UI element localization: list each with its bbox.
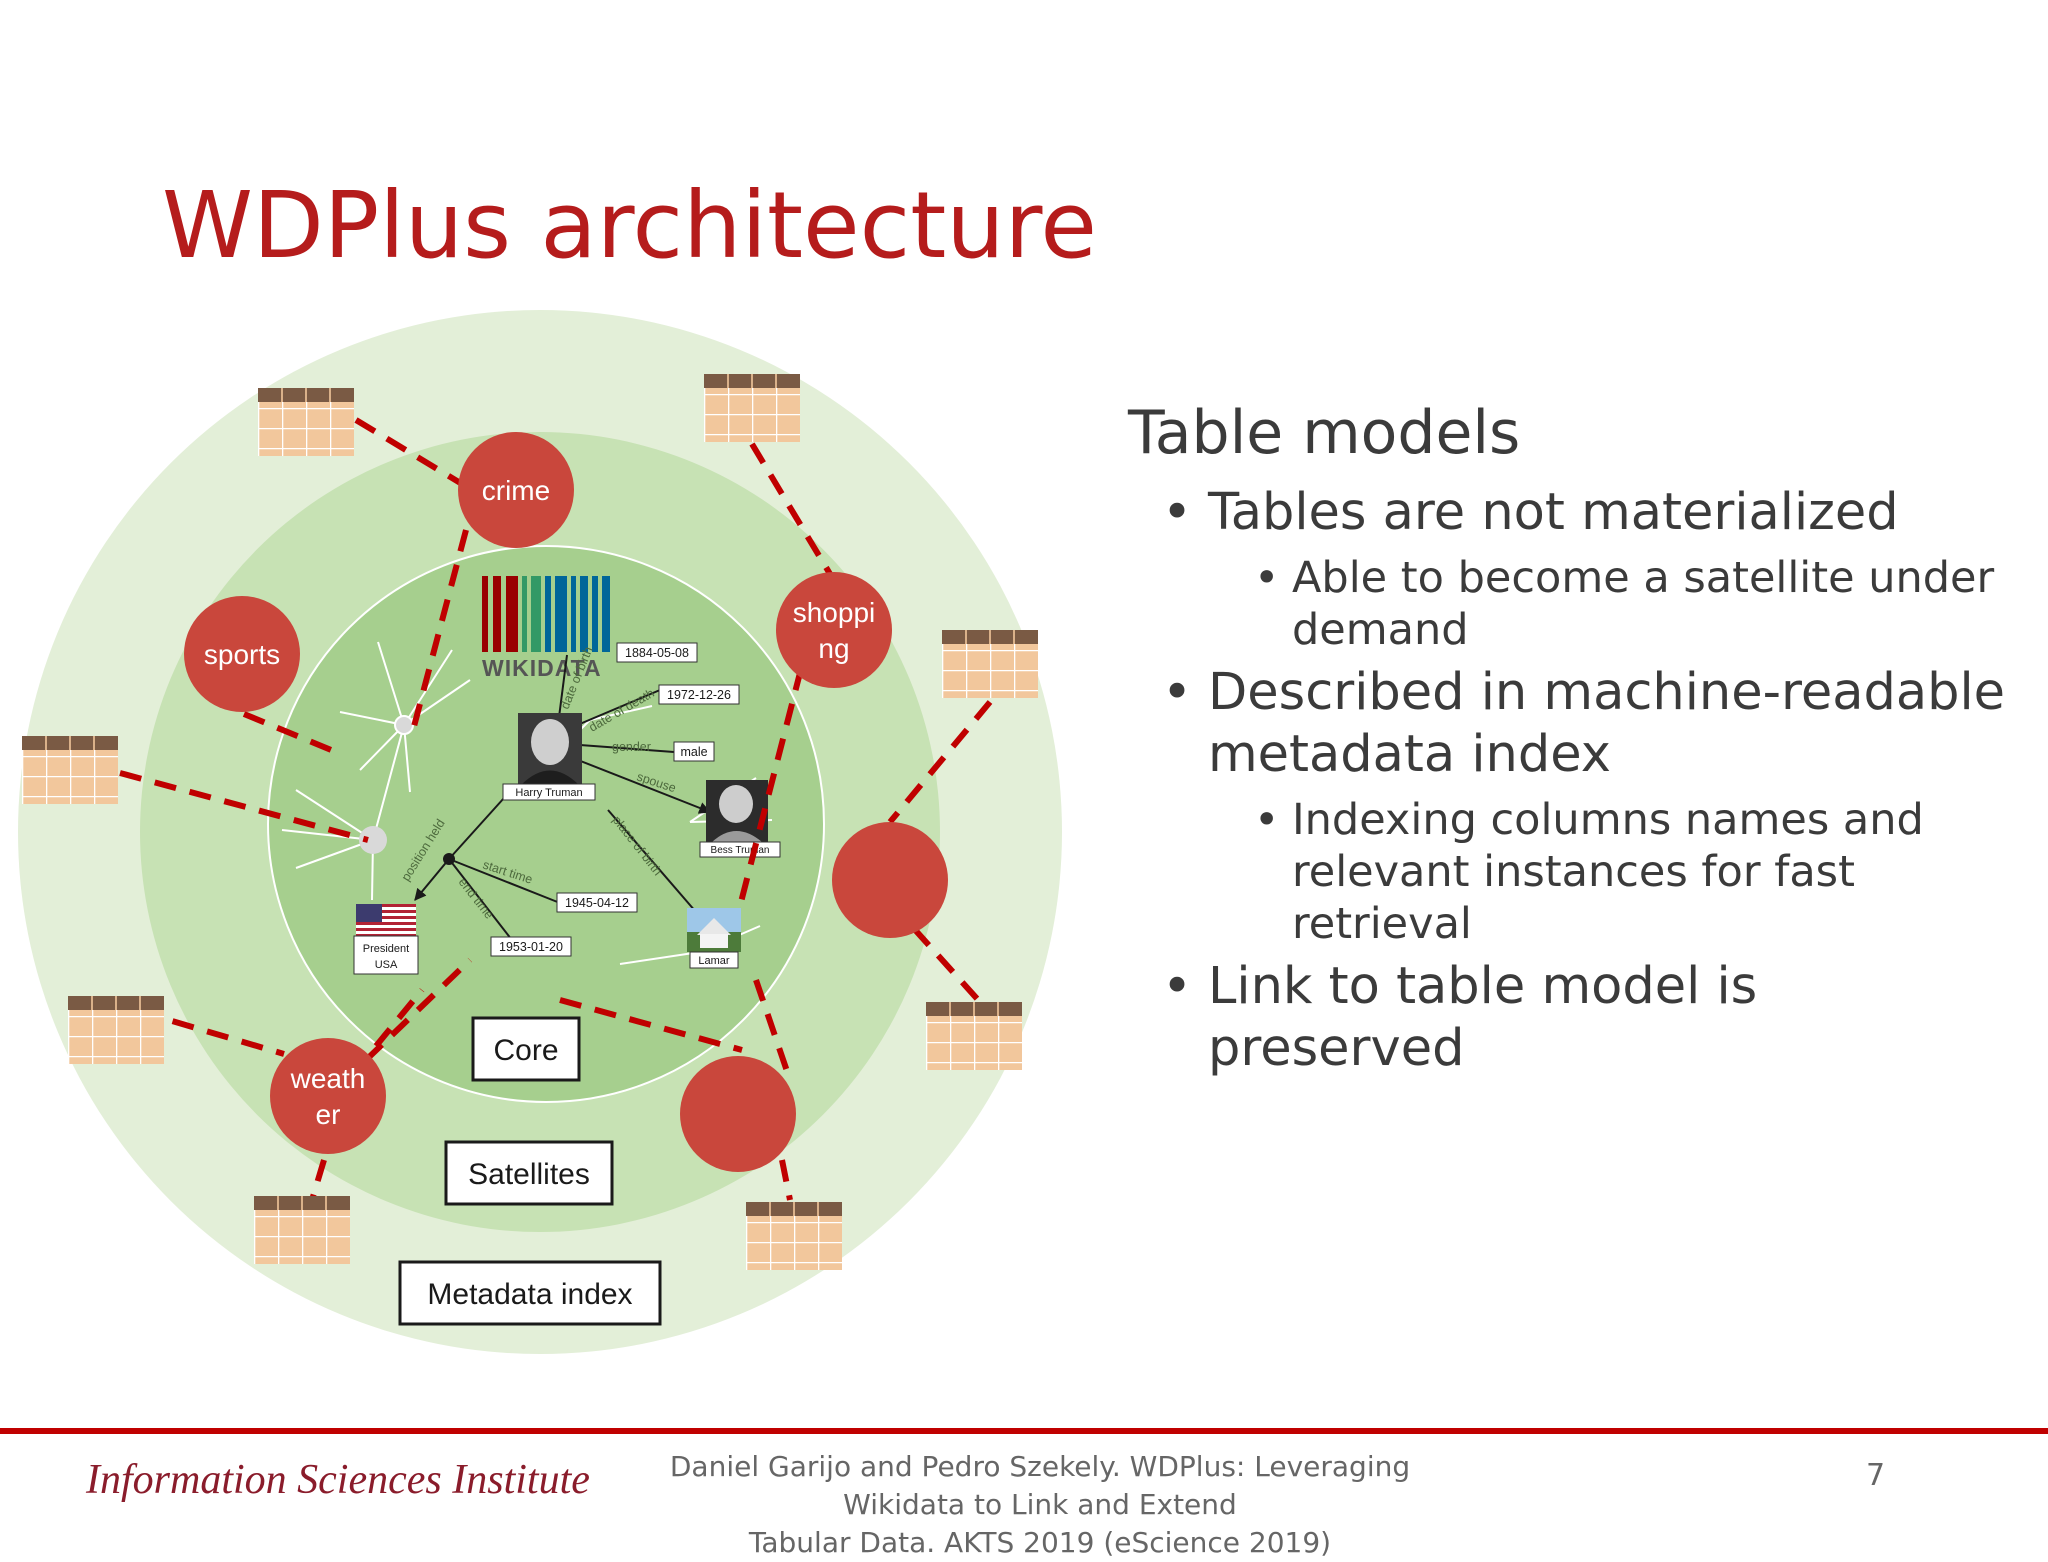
table-icon xyxy=(703,373,801,443)
footer-divider xyxy=(0,1428,2048,1434)
value-start-date: 1945-04-12 xyxy=(565,896,629,910)
bullet-item: Link to table model is preserved xyxy=(1128,956,2028,1080)
svg-text:USA: USA xyxy=(375,959,398,971)
slide-title: WDPlus architecture xyxy=(162,172,1098,279)
satellite-crime: crime xyxy=(458,432,574,548)
value-end-date: 1953-01-20 xyxy=(499,940,563,954)
table-icon xyxy=(745,1201,843,1271)
graph-node-gray xyxy=(359,826,387,854)
value-death-date: 1972-12-26 xyxy=(667,688,731,702)
institute-logo: Information Sciences Institute xyxy=(86,1457,590,1503)
table-icon xyxy=(257,387,355,457)
svg-text:Core: Core xyxy=(493,1034,558,1067)
sub-bullet-item: Indexing columns names and relevant inst… xyxy=(1128,794,2028,950)
satellite-unnamed xyxy=(680,1056,796,1172)
citation-line: Tabular Data. AKTS 2019 (eScience 2019) xyxy=(748,1526,1332,1559)
person-harry-truman: Harry Truman xyxy=(502,713,596,801)
satellite-unnamed xyxy=(832,822,948,938)
svg-text:Lamar: Lamar xyxy=(698,955,730,967)
label-core: Core xyxy=(471,1016,581,1082)
bullet-heading: Table models xyxy=(1128,398,1521,468)
table-icon xyxy=(21,735,119,805)
svg-text:Bess Truman: Bess Truman xyxy=(711,845,770,856)
satellite-weather: weath er xyxy=(270,1038,386,1154)
satellite-shopping: shoppi ng xyxy=(776,572,892,688)
page-number: 7 xyxy=(1866,1458,1886,1493)
bullet-item: Described in machine-readable metadata i… xyxy=(1128,662,2028,786)
svg-text:weath: weath xyxy=(290,1063,366,1094)
svg-text:Harry Truman: Harry Truman xyxy=(515,787,582,799)
svg-text:Satellites: Satellites xyxy=(468,1158,590,1191)
svg-text:WIKIDATA: WIKIDATA xyxy=(482,655,602,681)
footer-citation: Daniel Garijo and Pedro Szekely. WDPlus:… xyxy=(640,1448,1440,1562)
svg-text:sports: sports xyxy=(204,639,280,670)
sub-bullet-item: Able to become a satellite under demand xyxy=(1128,552,2028,656)
person-bess-truman: Bess Truman xyxy=(699,780,781,858)
citation-line: Daniel Garijo and Pedro Szekely. WDPlus:… xyxy=(669,1450,1411,1521)
bullet-item: Tables are not materialized xyxy=(1128,482,2028,544)
svg-text:Metadata index: Metadata index xyxy=(427,1278,632,1311)
label-metadata-index: Metadata index xyxy=(398,1260,662,1326)
satellite-sports: sports xyxy=(184,596,300,712)
value-gender: male xyxy=(680,745,707,759)
bullet-list: Table models Tables are not materialized… xyxy=(1128,398,2028,1080)
label-satellites: Satellites xyxy=(444,1140,614,1206)
graph-node-gray xyxy=(394,715,414,735)
position-president-usa: President USA xyxy=(353,904,419,975)
svg-text:crime: crime xyxy=(482,475,550,506)
position-held-node xyxy=(443,853,455,865)
table-icon xyxy=(941,629,1039,699)
place-lamar: Lamar xyxy=(687,908,741,969)
wikidata-logo: WIKIDATA xyxy=(482,576,610,681)
svg-text:President: President xyxy=(363,943,409,955)
table-icon xyxy=(925,1001,1023,1071)
svg-text:er: er xyxy=(316,1099,341,1130)
property-gender: gender xyxy=(612,740,651,754)
table-icon xyxy=(67,995,165,1065)
architecture-diagram: WIKIDATA date of birth date of death gen… xyxy=(18,310,1062,1354)
svg-text:shoppi: shoppi xyxy=(793,597,876,628)
table-icon xyxy=(253,1195,351,1265)
table-links xyxy=(119,417,993,1201)
svg-text:ng: ng xyxy=(818,633,849,664)
value-birth-date: 1884-05-08 xyxy=(625,646,689,660)
